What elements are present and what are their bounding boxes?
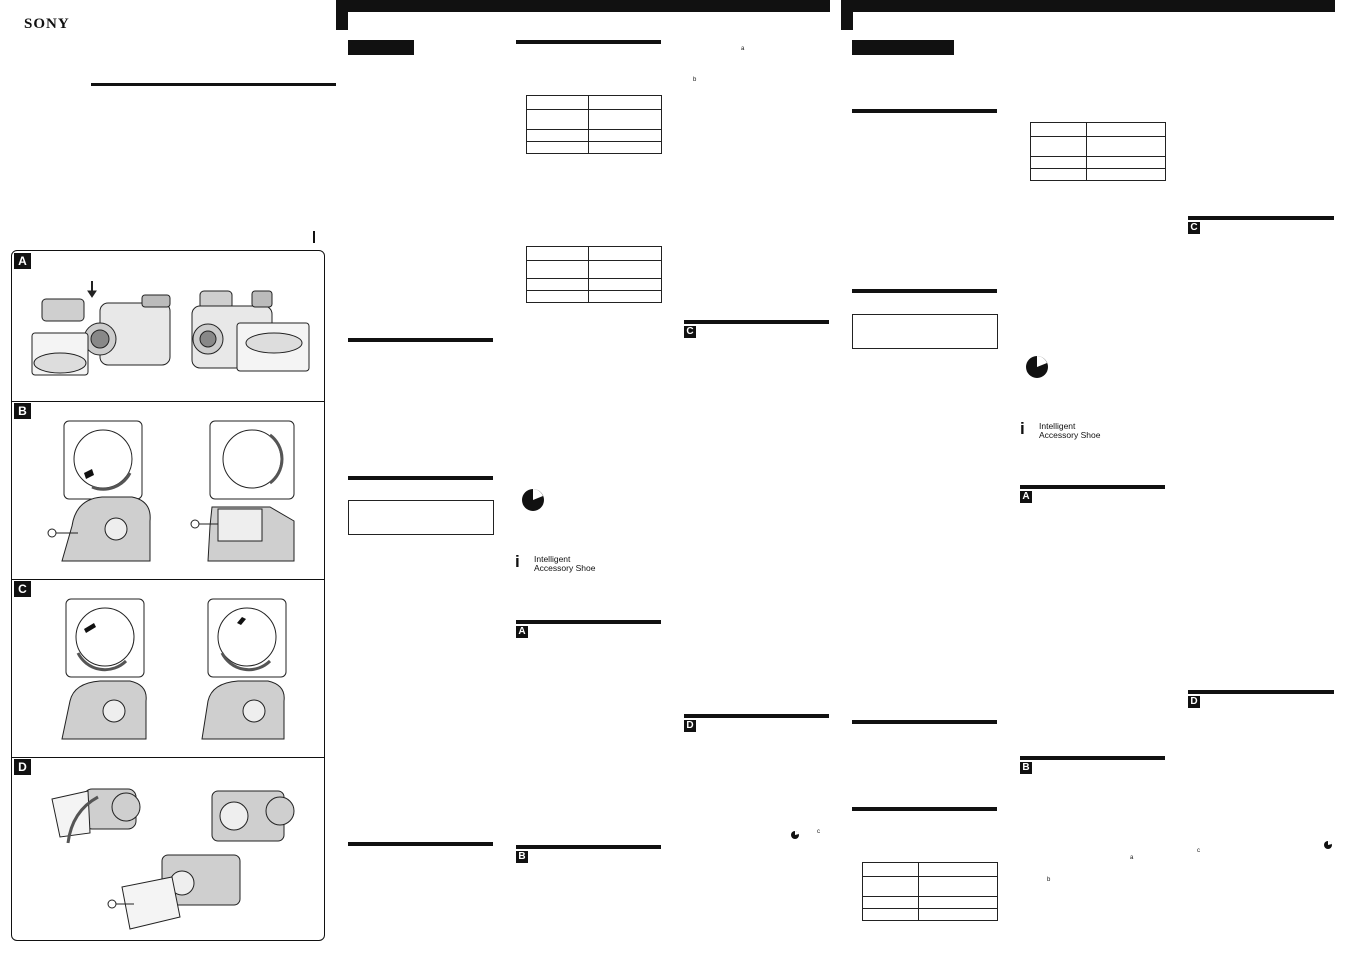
callout-b: b bbox=[1047, 877, 1051, 883]
section-rule bbox=[516, 40, 661, 44]
divider bbox=[12, 757, 324, 758]
section-rule bbox=[684, 714, 829, 718]
infolithium-logo-icon bbox=[1026, 356, 1048, 378]
sony-logo: SONY bbox=[24, 16, 70, 32]
section-letter-b: B bbox=[516, 851, 528, 863]
ias-logo-line1: Intelligent bbox=[1039, 421, 1076, 431]
section-rule bbox=[1188, 690, 1334, 694]
section-letter-d: D bbox=[684, 720, 696, 732]
divider bbox=[12, 401, 324, 402]
battery-mark-icon bbox=[1324, 841, 1332, 849]
divider bbox=[12, 579, 324, 580]
section-rule bbox=[348, 338, 493, 342]
section-rule bbox=[684, 320, 829, 324]
section-letter-a: A bbox=[516, 626, 528, 638]
ias-logo-line1: Intelligent bbox=[534, 554, 571, 564]
section-letter-a: A bbox=[1020, 491, 1032, 503]
section-letter-b: B bbox=[1020, 762, 1032, 774]
callout-a: a bbox=[1130, 855, 1134, 861]
spec-table bbox=[862, 862, 998, 921]
callout-c: c bbox=[817, 829, 820, 835]
title-rule bbox=[91, 83, 336, 86]
section-rule bbox=[852, 720, 997, 724]
section-rule bbox=[1188, 216, 1334, 220]
header-bar-right-tab bbox=[841, 0, 853, 30]
camcorder-illustrations bbox=[31, 281, 310, 930]
spec-table bbox=[1030, 122, 1166, 181]
section-rule bbox=[1020, 485, 1165, 489]
header-bar-left bbox=[336, 0, 830, 12]
ias-logo-line2: Accessory Shoe bbox=[534, 563, 596, 573]
note-box bbox=[348, 500, 494, 535]
infolithium-logo-icon bbox=[522, 489, 544, 511]
section-rule bbox=[516, 845, 661, 849]
ias-logo-icon: i bbox=[515, 552, 520, 571]
figure-label-b: B bbox=[14, 403, 31, 419]
callout-a: a bbox=[741, 46, 745, 52]
ias-logo-line2: Accessory Shoe bbox=[1039, 430, 1101, 440]
section-letter-d: D bbox=[1188, 696, 1200, 708]
callout-b: b bbox=[693, 77, 697, 83]
ias-logo-icon: i bbox=[1020, 419, 1025, 438]
section-rule bbox=[852, 807, 997, 811]
illustration-panel: A B C D bbox=[11, 250, 325, 941]
section-rule bbox=[348, 842, 493, 846]
figure-label-c: C bbox=[14, 581, 31, 597]
callout-c: c bbox=[1197, 848, 1200, 854]
section-letter-c: C bbox=[1188, 222, 1200, 234]
spec-table bbox=[526, 95, 662, 154]
section-rule bbox=[1020, 756, 1165, 760]
figure-label-d: D bbox=[14, 759, 31, 775]
section-rule bbox=[852, 289, 997, 293]
language-heading-tag bbox=[852, 40, 954, 55]
section-rule bbox=[348, 476, 493, 480]
small-marker bbox=[313, 231, 315, 243]
note-box bbox=[852, 314, 998, 349]
header-bar-left-tab bbox=[336, 0, 348, 30]
language-heading-tag bbox=[348, 40, 414, 55]
figure-label-a: A bbox=[14, 253, 31, 269]
section-rule bbox=[852, 109, 997, 113]
section-rule bbox=[516, 620, 661, 624]
header-bar-right bbox=[841, 0, 1335, 12]
spec-table bbox=[526, 246, 662, 303]
battery-mark-icon bbox=[791, 831, 799, 839]
section-letter-c: C bbox=[684, 326, 696, 338]
